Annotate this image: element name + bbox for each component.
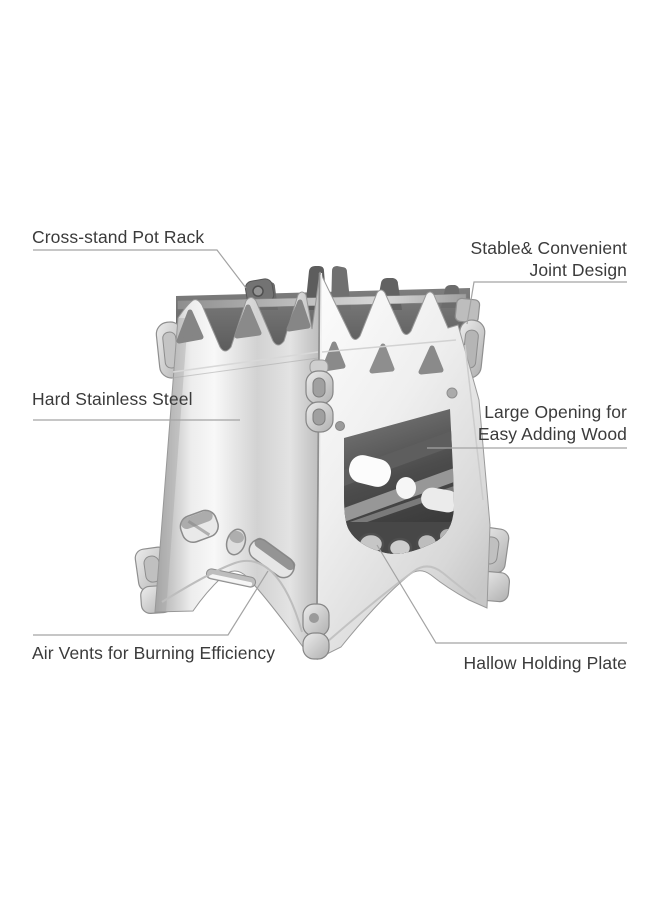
label-stainless-steel: Hard Stainless Steel — [32, 389, 193, 409]
holding-plate-hole — [387, 537, 413, 554]
left-panel-crease — [171, 357, 319, 379]
corner-hinge-hole — [309, 613, 319, 623]
rivet-hole — [335, 421, 345, 431]
crown-cutout — [321, 341, 346, 372]
corner-hinge-knuckle — [302, 632, 330, 660]
corner-hinge-slot — [312, 408, 326, 426]
label-large-opening: Large Opening for Easy Adding Wood — [478, 401, 627, 445]
label-joint-design: Stable& Convenient Joint Design — [471, 237, 628, 281]
air-vent-hole — [225, 528, 247, 556]
crown-cutout — [234, 304, 262, 339]
corner-joint — [302, 272, 334, 660]
corner-hinge-slot — [312, 377, 326, 398]
leader-holding-plate — [376, 544, 627, 644]
left-panel-edge-shade — [155, 318, 188, 612]
left-panel-crease — [172, 351, 319, 373]
back-panel-vent-hole — [396, 477, 416, 499]
front-panel-border-emboss — [326, 565, 477, 643]
stove-left-panel — [154, 271, 321, 661]
label-opening-line1: Large Opening for — [484, 402, 627, 422]
leader-air-vents — [33, 570, 269, 636]
front-panel-edge-emboss — [464, 344, 484, 501]
stove-front-panel — [316, 271, 491, 660]
corner-seam-highlight — [317, 272, 323, 659]
label-pot-rack: Cross-stand Pot Rack — [32, 227, 205, 247]
crown-cutout — [369, 343, 395, 374]
rivet-hole — [446, 387, 458, 399]
front-panel-crease — [321, 339, 457, 353]
crown-cutout — [418, 345, 444, 375]
left-panel-arch-emboss — [161, 559, 303, 633]
corner-seam — [315, 272, 321, 659]
leader-joint — [466, 281, 627, 325]
air-vent-hole — [179, 509, 219, 544]
label-joint-line2: Joint Design — [529, 260, 627, 280]
crown-cutout — [286, 299, 311, 332]
crown-cutout — [176, 309, 204, 344]
label-joint-line1: Stable& Convenient — [470, 238, 627, 258]
back-panel-vent-hole — [348, 455, 392, 487]
back-panel-vent-hole — [421, 487, 454, 513]
bottom-slot — [205, 568, 257, 588]
label-holding-plate: Hallow Holding Plate — [463, 653, 627, 673]
label-air-vents: Air Vents for Burning Efficiency — [32, 643, 276, 663]
label-opening-line2: Easy Adding Wood — [477, 424, 627, 444]
leader-pot-rack — [33, 249, 247, 289]
leader-lines — [33, 249, 627, 644]
